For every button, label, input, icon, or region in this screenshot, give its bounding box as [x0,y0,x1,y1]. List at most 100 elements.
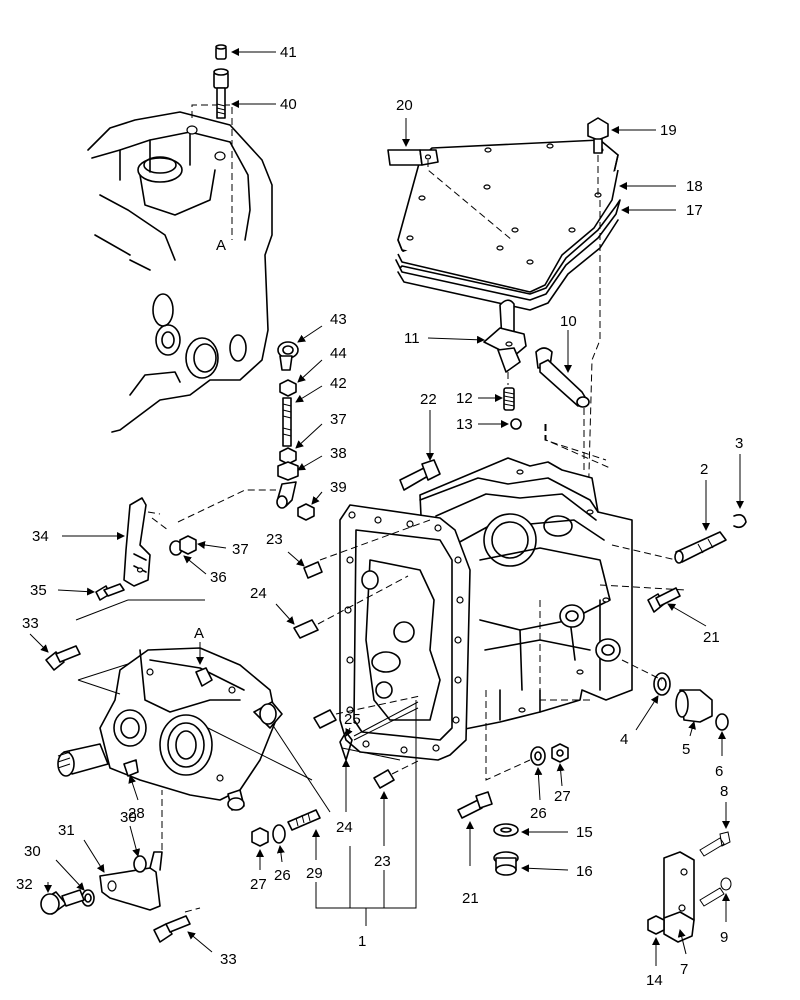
callout-17: 17 [686,202,703,219]
dowel-24-upper [293,619,319,639]
callout-9: 9 [720,929,728,946]
hydraulic-pump-assembly [57,647,283,811]
callout-26-left: 26 [274,867,291,884]
transmission-housing [339,457,633,761]
plug-16 [493,851,519,876]
callout-20: 20 [396,97,413,114]
callout-38: 38 [330,445,347,462]
callout-25: 25 [344,711,361,728]
callout-33-lower: 33 [220,951,237,968]
bolt-33-lower [153,915,191,943]
callout-36: 36 [210,569,227,586]
eye-43 [277,341,299,371]
callout-37-left: 37 [232,541,249,558]
bracket-20 [387,149,439,166]
bolt-33-upper [45,645,81,671]
callout-21-lower: 21 [462,890,479,907]
callouts: 41 40 A 20 19 18 17 43 44 42 37 38 39 [16,44,744,989]
pin-25 [339,731,353,761]
callout-42: 42 [330,375,347,392]
clip-3 [733,514,747,529]
nut-14 [647,915,665,935]
reference-a-pump: A [194,625,204,642]
callout-27-left: 27 [250,876,267,893]
callout-3: 3 [735,435,743,452]
callout-13: 13 [456,416,473,433]
bolt-21-lower [457,791,493,819]
callout-7: 7 [680,961,688,978]
pin-2 [674,531,727,564]
bolt-32 [40,889,85,915]
callout-23-lower: 23 [374,853,391,870]
shift-lever-11 [483,299,527,373]
callout-16: 16 [576,863,593,880]
callout-30-upper: 30 [120,809,137,826]
bolt-21-right [647,587,681,613]
callout-15: 15 [576,824,593,841]
callout-14: 14 [646,972,663,989]
plug-5 [675,689,713,723]
bracket-34 [123,497,151,587]
callout-43: 43 [330,311,347,328]
callout-4: 4 [620,731,628,748]
washer-4 [653,672,671,696]
callout-11: 11 [404,330,420,347]
bolt-8 [699,831,731,857]
clevis-39 [276,481,315,521]
ring-6 [715,713,729,731]
engine-block-outline [87,104,273,433]
callout-37-upper: 37 [330,411,347,428]
bolt-35 [95,583,125,601]
callout-21-right: 21 [703,629,720,646]
washer-30-upper [133,855,147,873]
callout-24-lower: 24 [336,819,353,836]
callout-8: 8 [720,783,728,800]
callout-6: 6 [715,763,723,780]
bolt-19 [587,117,609,154]
callout-26-right: 26 [530,805,547,822]
callout-2: 2 [700,461,708,478]
callout-39: 39 [330,479,347,496]
stud-29 [287,809,321,831]
dowel-23-upper [303,561,323,579]
bolt-22 [399,459,441,491]
callout-33-upper: 33 [22,615,39,632]
callout-19: 19 [660,122,677,139]
bracket-7 [663,851,695,943]
rod-42 [282,397,292,447]
nut-37-upper [279,447,297,465]
shift-rod-10 [535,347,590,408]
ball-13 [510,418,522,430]
callout-34: 34 [32,528,49,545]
callout-1: 1 [358,933,366,950]
callout-44: 44 [330,345,347,362]
nut-37-left [179,535,197,555]
dowel-24-lower [313,709,337,729]
nut-38 [277,461,299,481]
top-cover-18 [397,139,619,293]
callout-18: 18 [686,178,703,195]
callout-27-right: 27 [554,788,571,805]
plug-41 [215,44,227,60]
callout-32: 32 [16,876,33,893]
callout-35: 35 [30,582,47,599]
callout-31: 31 [58,822,75,839]
bolt-40 [213,68,229,119]
washer-15 [493,823,519,837]
dowel-23-lower [373,769,395,789]
washer-26-right [530,746,546,766]
callout-24-upper: 24 [250,585,267,602]
callout-10: 10 [560,313,577,330]
callout-30-lower: 30 [24,843,41,860]
reference-a-engine: A [216,237,226,254]
nut-44 [279,379,297,397]
callout-22: 22 [420,391,437,408]
spring-12 [503,387,515,411]
nut-27-left [251,827,269,847]
nut-27-right [551,743,569,763]
callout-5: 5 [682,741,690,758]
bracket-31 [99,851,163,911]
callout-40: 40 [280,96,297,113]
washer-26-left [272,824,286,844]
